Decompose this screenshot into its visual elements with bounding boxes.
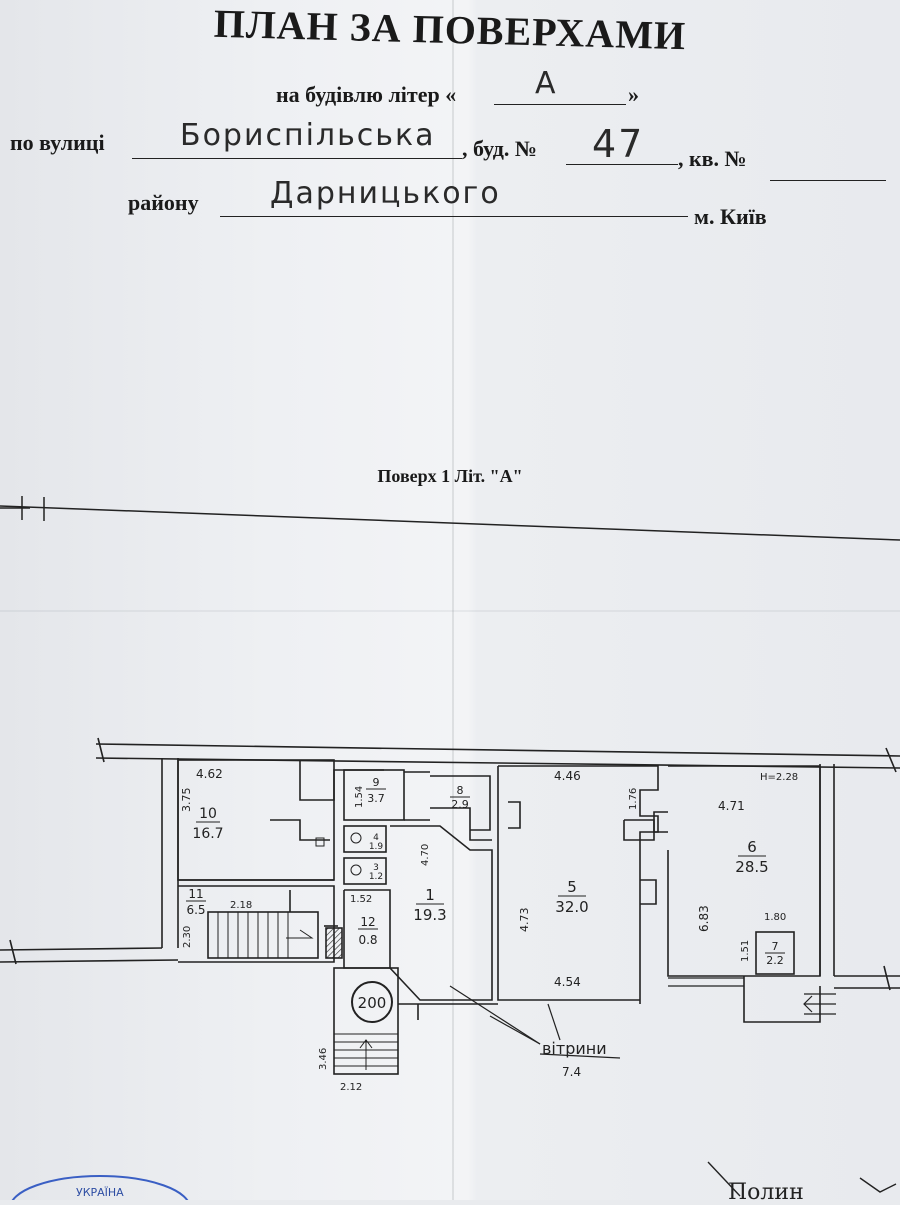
room-area: 1.2 [369, 872, 383, 882]
underline [132, 158, 462, 159]
underline [220, 216, 688, 217]
dimension-label: 4.62 [196, 767, 223, 781]
entrance-stairs [334, 1033, 398, 1070]
room-number: 12 [360, 915, 375, 929]
stamp-text: УКРАЇНА [76, 1186, 124, 1199]
dimension-label: 3.75 [180, 788, 193, 813]
entrance-marker: 200 [358, 994, 387, 1012]
dimension-label: 2.18 [230, 900, 252, 911]
house-value: 47 [592, 122, 645, 166]
stair-treads [217, 912, 314, 958]
dimension-label: 4.70 [420, 844, 431, 866]
street-label: по вулиці [10, 130, 105, 155]
dimension-label: 2.12 [340, 1082, 362, 1093]
room-area: 6.5 [186, 903, 205, 917]
dimension-label: 4.71 [718, 799, 745, 813]
room-area: 32.0 [555, 898, 588, 916]
street-value: Бориспільська [180, 118, 436, 153]
district-label: району [128, 190, 199, 215]
room-area: 0.8 [358, 933, 377, 947]
floor-label: Поверх 1 Літ. "А" [377, 466, 523, 486]
room-number: 3 [373, 863, 379, 873]
underline [566, 164, 678, 165]
dimension-label: 6.83 [697, 905, 711, 932]
room-number: 5 [567, 878, 577, 896]
room-area: 3.7 [367, 792, 385, 805]
underline [770, 180, 886, 181]
room-number: 9 [373, 776, 380, 789]
side-entrance-arrow [668, 977, 836, 1015]
room-area: 2.9 [451, 798, 469, 811]
dimension-label: 4.73 [518, 908, 531, 933]
room-number: 4 [373, 833, 379, 843]
room-number: 11 [188, 887, 203, 901]
entrance-marker-circle [351, 981, 393, 1023]
signature-strokes [707, 1161, 897, 1197]
axis-line [0, 496, 900, 541]
dimension-label: 1.80 [764, 912, 786, 923]
toilet-fixture [315, 832, 362, 876]
dimension-labels: 4.62 3.75 1.54 4.70 1.52 2.18 2.30 4.46 … [180, 767, 798, 1093]
room-number: 1 [425, 886, 435, 904]
building-letter-value: А [535, 66, 558, 101]
dimension-label: 1.76 [628, 788, 639, 810]
building-label: на будівлю літер « [276, 82, 457, 107]
dimension-label: 1.52 [350, 894, 372, 905]
room-number: 10 [199, 806, 217, 822]
room-number: 7 [772, 940, 779, 953]
dimension-label: 2.30 [182, 926, 193, 948]
apartment-label: , кв. № [678, 146, 747, 171]
stamp [11, 1175, 189, 1200]
house-label: , буд. № [462, 136, 538, 161]
dimension-label: 1.54 [354, 786, 365, 808]
room-area: 19.3 [413, 906, 446, 924]
signature: Полин [728, 1180, 804, 1205]
paper-fold [452, 0, 454, 1200]
city-label: м. Київ [694, 204, 767, 229]
room-labels: 10 16.7 9 3.7 8 2.9 4 1.9 3 1.2 1 19.3 5… [186, 776, 785, 967]
paper-fold [0, 610, 900, 612]
building-label-close: » [628, 82, 639, 107]
room-number: 6 [747, 838, 757, 856]
room-area: 16.7 [192, 826, 223, 842]
dimension-label: 7.4 [562, 1065, 581, 1079]
annotation-leaders [449, 985, 621, 1059]
annotation-vitryny: вітрини [542, 1039, 607, 1058]
dimension-label: 1.51 [740, 940, 751, 962]
dimension-label: 4.46 [554, 769, 581, 783]
underline [494, 104, 626, 105]
room-number: 8 [457, 784, 464, 797]
interior-walls [177, 759, 821, 1075]
district-value: Дарницького [270, 176, 501, 211]
room-area: 28.5 [735, 858, 768, 876]
dimension-label: Н=2.28 [760, 772, 798, 783]
room-area: 1.9 [369, 842, 384, 852]
dimension-label: 4.54 [554, 975, 581, 989]
dimension-label: 3.46 [318, 1048, 329, 1070]
room-area: 2.2 [766, 954, 784, 967]
